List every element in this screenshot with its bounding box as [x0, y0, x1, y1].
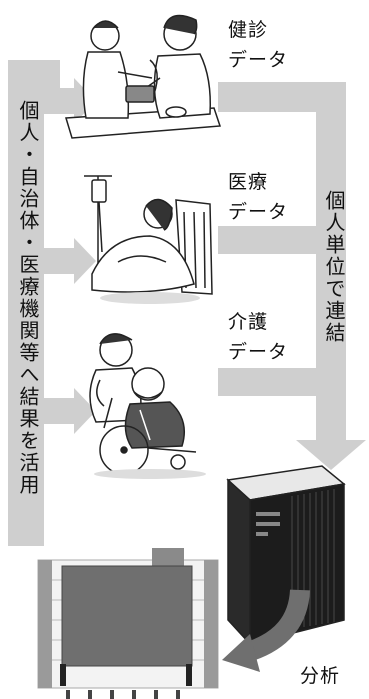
feedback-arrow-2-body: [40, 248, 76, 274]
checkup-blood-pressure-illustration: [65, 14, 222, 139]
feedback-arrow-3-head: [74, 388, 96, 434]
down-arrow-head: [296, 440, 366, 470]
flow-arrows: [8, 60, 366, 546]
link-vertical-text: 個人単位で連結: [322, 190, 346, 344]
feedback-arrow-2-head: [74, 238, 96, 284]
care-label-line2: データ: [228, 341, 289, 363]
checkup-label-line1: 健診: [228, 19, 269, 41]
feedback-vertical-text: 個人・自治体・医療機関等へ結果を活用: [16, 100, 40, 496]
medical-to-link-band: [218, 226, 318, 254]
analysis-label: 分析: [300, 665, 341, 687]
care-label-line1: 介護: [228, 311, 269, 333]
wheelchair-caregiver-illustration: [89, 333, 206, 479]
medical-data-label: 医療 データ: [228, 170, 288, 224]
link-column: [316, 82, 346, 442]
server-computer-icon: [226, 465, 346, 646]
feedback-arrow-1-body: [40, 88, 76, 114]
hospital-bed-iv-illustration: [84, 175, 213, 304]
medical-label-line1: 医療: [228, 171, 269, 193]
processor-chip-icon: [37, 548, 219, 699]
care-to-link-band: [218, 368, 318, 396]
checkup-data-label: 健診 データ: [228, 18, 288, 72]
care-data-label: 介護 データ: [228, 310, 288, 364]
feedback-column: [8, 90, 44, 546]
feedback-arrow-3-body: [40, 398, 76, 424]
checkup-label-line2: データ: [228, 49, 289, 71]
medical-label-line2: データ: [228, 201, 289, 223]
analysis-arrow: [222, 589, 310, 672]
